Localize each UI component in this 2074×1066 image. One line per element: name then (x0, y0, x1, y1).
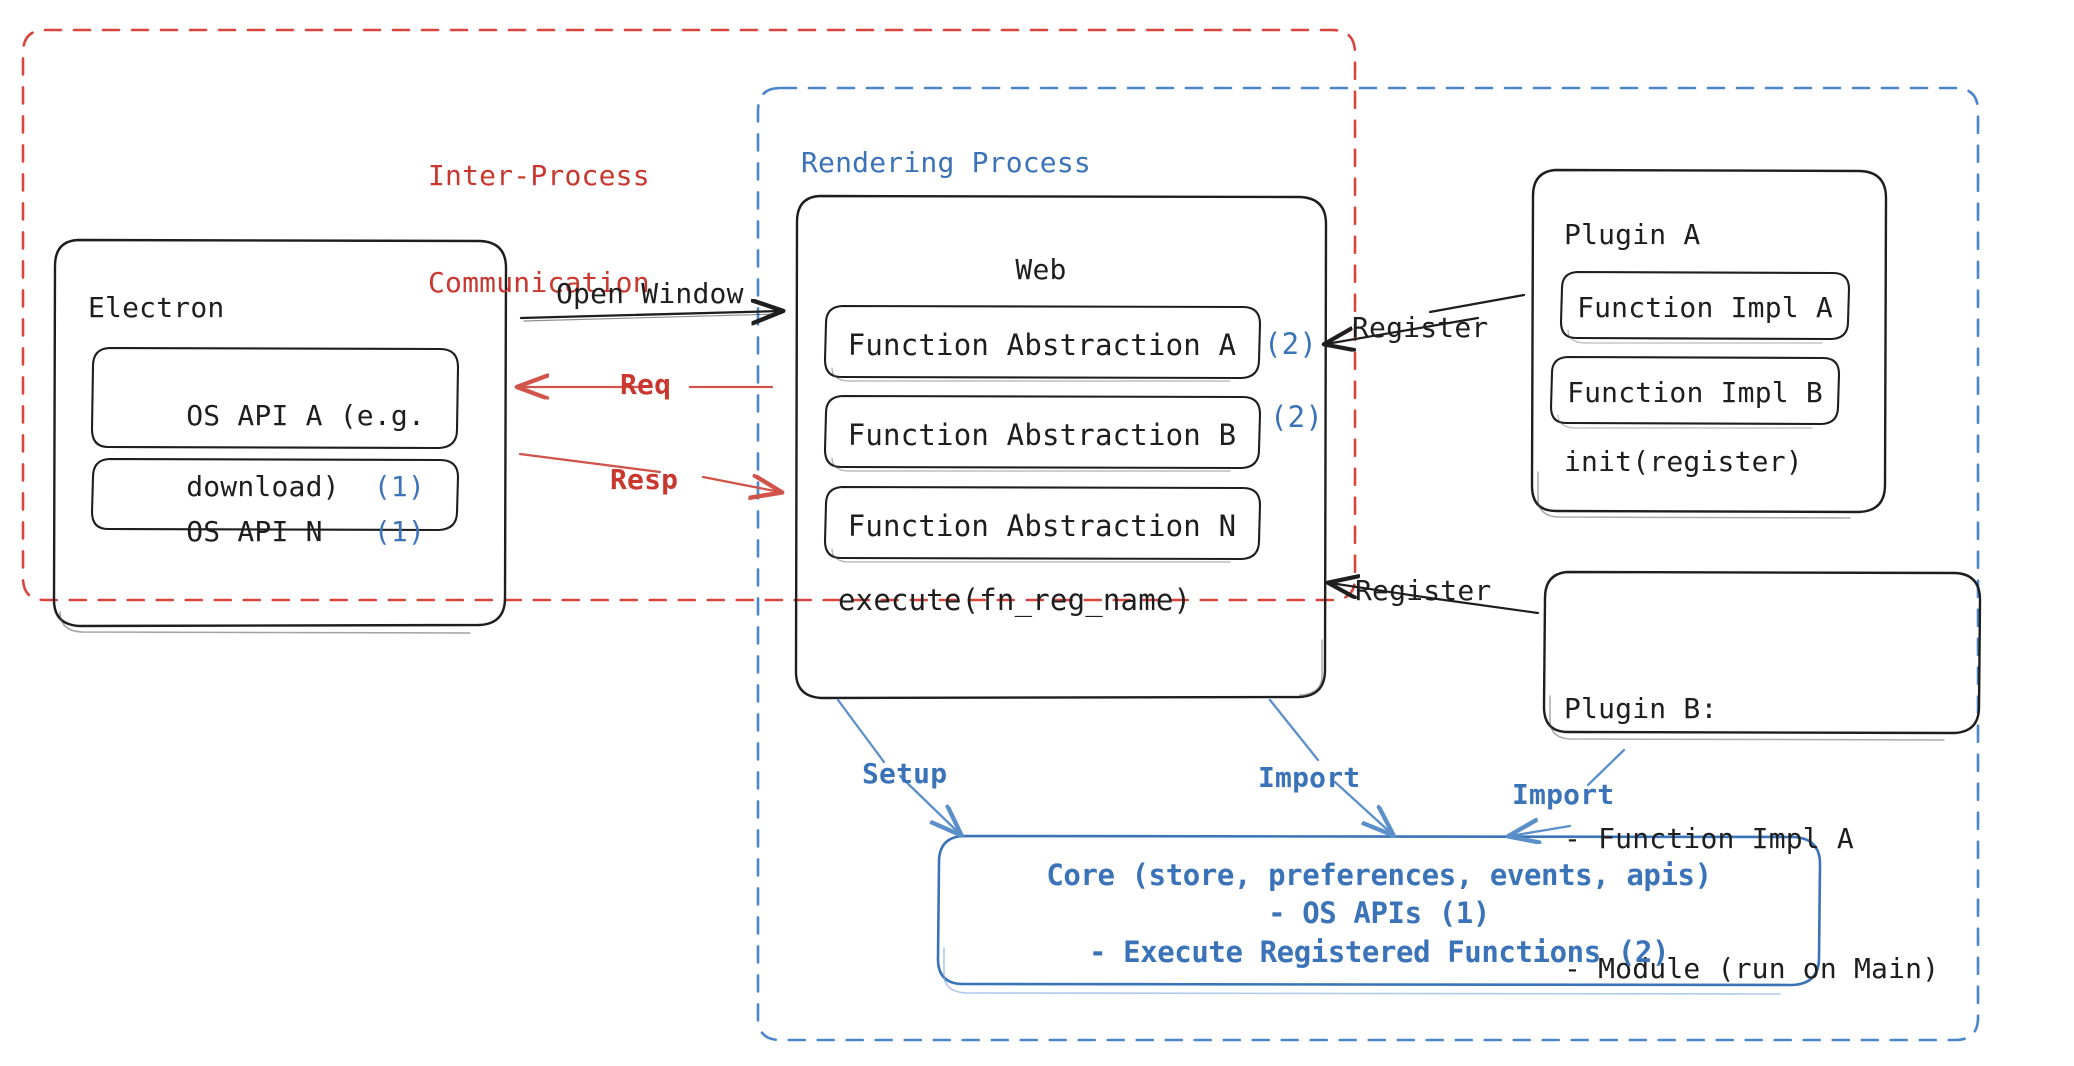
os-api-n-line1: OS API N (186, 514, 323, 548)
os-api-n-label: OS API N (1) (94, 478, 449, 585)
function-impl-a-box-border (1559, 270, 1851, 344)
ipc-region-border (21, 28, 1357, 602)
ipc-region-label: Inter-Process Communication (428, 86, 688, 373)
arrow-label-import-right: Import (1512, 778, 1615, 811)
electron-box-border (52, 238, 508, 634)
plugin-a-init-label: init(register) (1564, 445, 1803, 478)
arrow-label-register-top: Register (1352, 311, 1489, 344)
arrow-register-bottom (1330, 583, 1540, 615)
arrow-label-register-bottom: Register (1355, 574, 1492, 607)
os-api-a-line2: download) (186, 470, 340, 504)
arrow-label-import-left: Import (1258, 761, 1361, 794)
plugin-b-block: Plugin B: - Function Impl A - Module (ru… (1564, 600, 1939, 1066)
function-abstraction-a-marker: (2) (1264, 327, 1317, 361)
os-api-a-box-border (90, 346, 460, 450)
plugin-b-item-1: - Module (run on Main) (1564, 952, 1940, 986)
electron-title: Electron (88, 291, 225, 324)
plugin-b-item-0: - Function Impl A (1564, 821, 1854, 855)
function-abstraction-b-box-border (823, 394, 1262, 472)
core-line3: - Execute Registered Functions (2) (1088, 934, 1670, 969)
plugin-b-title: Plugin B: (1564, 691, 1718, 725)
os-api-a-marker: (1) (373, 470, 426, 504)
function-impl-b-box-border (1549, 355, 1841, 429)
function-abstraction-n-label: Function Abstraction N (847, 509, 1237, 543)
function-impl-a-label: Function Impl A (1577, 291, 1833, 324)
arrow-register-top (1326, 293, 1526, 344)
os-api-a-line1: OS API A (e.g. (186, 398, 426, 432)
web-title: Web (1015, 253, 1067, 286)
os-api-n-box-border (90, 457, 460, 532)
arrow-label-req: Req (620, 368, 672, 401)
plugin-a-title: Plugin A (1564, 218, 1701, 251)
function-abstraction-n-box-border (823, 485, 1262, 563)
ipc-label-line1: Inter-Process (428, 158, 650, 192)
arrow-import-right (1510, 748, 1626, 836)
arrow-open-window (519, 311, 781, 321)
os-api-n-marker: (1) (373, 514, 426, 548)
web-box-border (794, 194, 1328, 700)
function-abstraction-a-box-border (823, 304, 1262, 382)
arrow-label-setup: Setup (862, 757, 948, 790)
core-box-border (936, 834, 1822, 995)
core-line2: - OS APIs (1) (1268, 896, 1490, 931)
web-execute-label: execute(fn_reg_name) (838, 583, 1192, 617)
ipc-label-line2: Communication (428, 266, 650, 300)
function-abstraction-a-label: Function Abstraction A (847, 328, 1237, 362)
arrow-import-left (1268, 698, 1392, 834)
core-line1: Core (store, preferences, events, apis) (1046, 858, 1712, 892)
plugin-a-box-border (1530, 168, 1888, 519)
plugin-b-box-border (1542, 570, 1982, 741)
function-abstraction-b-marker: (2) (1270, 400, 1323, 434)
rendering-process-region-border (756, 86, 1980, 1042)
arrow-label-open-window: Open Window (556, 277, 744, 310)
rendering-process-label: Rendering Process (801, 146, 1091, 179)
arrow-label-resp: Resp (610, 463, 679, 496)
function-impl-b-label: Function Impl B (1567, 376, 1823, 409)
function-abstraction-b-label: Function Abstraction B (847, 418, 1237, 452)
arrow-resp (518, 452, 780, 492)
core-block: Core (store, preferences, events, apis) … (944, 856, 1814, 971)
arrow-setup (836, 698, 960, 834)
os-api-a-label: OS API A (e.g. download) (1) (94, 362, 449, 541)
